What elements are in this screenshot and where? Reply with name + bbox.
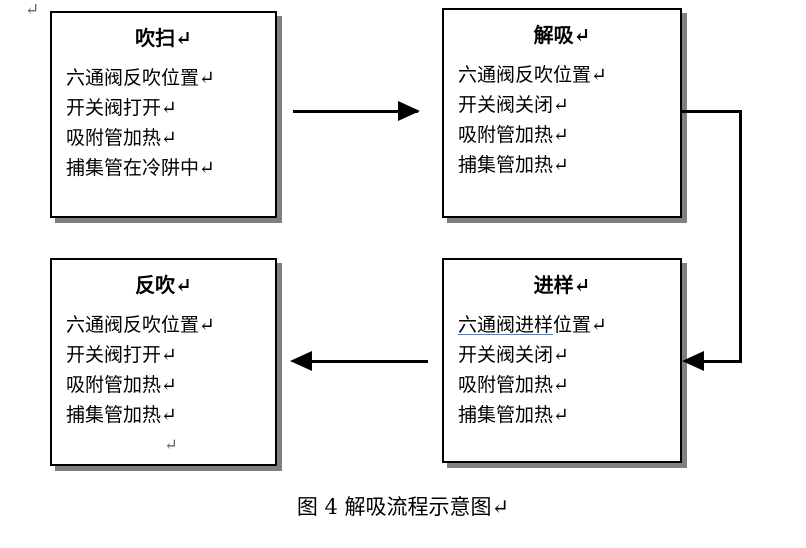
paragraph-mark-icon: ↵ <box>164 435 178 454</box>
list-item: 六通阀反吹位置↵ <box>66 67 215 89</box>
process-box-inject: 进样↵ 六通阀进样位置↵ 开关阀关闭↵ 吸附管加热↵ 捕集管加热↵ <box>442 258 682 463</box>
list-item: 开关阀打开↵ <box>66 97 177 119</box>
paragraph-mark-icon: ↵ <box>25 0 40 20</box>
connector-desorb-to-inject-arrowhead-icon <box>682 351 704 371</box>
list-item: 吸附管加热↵ <box>458 124 569 146</box>
process-box-desorb: 解吸↵ 六通阀反吹位置↵ 开关阀关闭↵ 吸附管加热↵ 捕集管加热↵ <box>442 8 682 218</box>
list-item: 捕集管加热↵ <box>458 404 569 426</box>
list-item: 开关阀打开↵ <box>66 344 177 366</box>
process-box-backflush-title: 反吹↵ <box>135 273 192 297</box>
list-item-trailing-text: 位置↵ <box>553 314 607 336</box>
list-item: 捕集管加热↵ <box>458 154 569 176</box>
list-item: 吸附管加热↵ <box>458 374 569 396</box>
connector-inject-to-backflush-arrowhead-icon <box>290 351 312 371</box>
process-box-backflush-lines: 六通阀反吹位置↵ 开关阀打开↵ 吸附管加热↵ 捕集管加热↵ ↵ <box>52 310 275 460</box>
list-item: 六通阀反吹位置↵ <box>458 64 607 86</box>
connector-purge-to-desorb-line <box>293 110 418 113</box>
connector-desorb-to-inject-segment-vertical <box>739 110 742 362</box>
connector-purge-to-desorb-arrowhead-icon <box>398 101 420 121</box>
figure-caption: 图 4 解吸流程示意图↵ <box>296 495 510 519</box>
process-box-inject-lines: 六通阀进样位置↵ 开关阀关闭↵ 吸附管加热↵ 捕集管加热↵ <box>444 310 680 430</box>
process-box-purge-lines: 六通阀反吹位置↵ 开关阀打开↵ 吸附管加热↵ 捕集管在冷阱中↵ <box>52 63 275 183</box>
connector-inject-to-backflush-line <box>310 360 428 363</box>
process-box-purge: 吹扫↵ 六通阀反吹位置↵ 开关阀打开↵ 吸附管加热↵ 捕集管在冷阱中↵ <box>50 11 277 218</box>
list-item: 六通阀进样位置↵ <box>458 310 680 340</box>
list-item: 吸附管加热↵ <box>66 127 177 149</box>
connector-desorb-to-inject-segment-top <box>682 110 742 113</box>
list-item: 开关阀关闭↵ <box>458 344 569 366</box>
list-item: 捕集管在冷阱中↵ <box>66 157 215 179</box>
process-box-purge-title: 吹扫↵ <box>135 26 192 50</box>
connector-desorb-to-inject-segment-bottom <box>700 360 742 363</box>
list-item-underlined-text: 六通阀进样 <box>458 314 554 336</box>
process-box-backflush: 反吹↵ 六通阀反吹位置↵ 开关阀打开↵ 吸附管加热↵ 捕集管加热↵ ↵ <box>50 258 277 466</box>
list-item: 六通阀反吹位置↵ <box>66 314 215 336</box>
process-box-desorb-lines: 六通阀反吹位置↵ 开关阀关闭↵ 吸附管加热↵ 捕集管加热↵ <box>444 60 680 180</box>
process-box-desorb-title: 解吸↵ <box>533 23 591 47</box>
list-item: 吸附管加热↵ <box>66 374 177 396</box>
list-item: 捕集管加热↵ <box>66 404 177 426</box>
process-box-inject-title: 进样↵ <box>533 273 591 297</box>
list-item: 开关阀关闭↵ <box>458 94 569 116</box>
